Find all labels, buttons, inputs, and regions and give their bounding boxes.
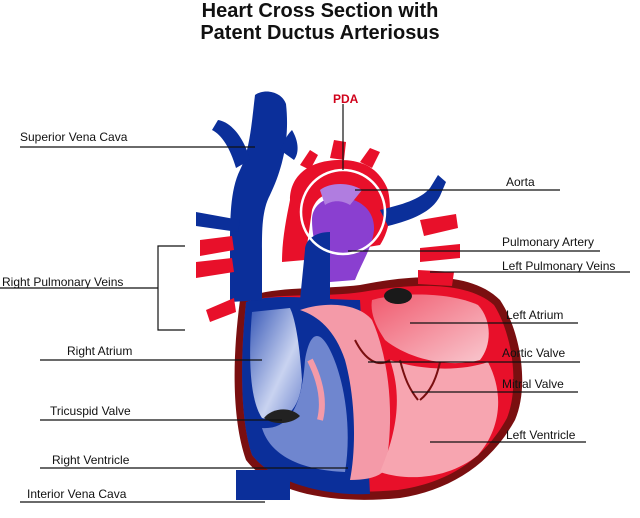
pda-duct — [320, 184, 362, 205]
right-pulmonary-vein-lower — [206, 298, 236, 322]
svc-branch-2 — [280, 130, 298, 160]
label-left-atrium: Left Atrium — [506, 308, 564, 322]
left-pulmonary-vein-lower — [418, 270, 454, 286]
label-right-atrium: Right Atrium — [67, 344, 133, 358]
right-pulmonary-veins-bracket — [157, 245, 185, 331]
label-superior-vena-cava: Superior Vena Cava — [20, 130, 128, 144]
right-atrium-chamber — [250, 308, 302, 420]
right-pulmonary-vein-mid — [196, 258, 234, 278]
label-tricuspid-valve: Tricuspid Valve — [50, 404, 131, 418]
label-pulmonary-artery: Pulmonary Artery — [502, 235, 595, 249]
label-right-pulmonary-veins: Right Pulmonary Veins — [2, 275, 124, 289]
title-line-1: Heart Cross Section with — [201, 0, 439, 22]
pulmonary-vein-opening — [384, 288, 412, 304]
left-atrium-chamber — [371, 294, 489, 364]
label-left-pulmonary-veins: Left Pulmonary Veins — [502, 259, 616, 273]
label-left-ventricle: Left Ventricle — [506, 428, 576, 442]
left-ventricle-chamber — [380, 360, 499, 478]
label-inferior-vena-cava: Interior Vena Cava — [27, 487, 127, 501]
svc-branch-3 — [196, 212, 240, 232]
left-pulmonary-vein-mid — [420, 244, 460, 262]
title-line-2: Patent Ductus Arteriosus — [200, 22, 440, 44]
mitral-valve-shape — [399, 359, 441, 401]
aorta-branch-1 — [300, 150, 318, 170]
right-pulmonary-vein-upper — [200, 236, 234, 256]
left-pulmonary-vein-upper — [420, 214, 458, 236]
label-mitral-valve: Mitral Valve — [502, 377, 564, 391]
label-right-ventricle: Right Ventricle — [52, 453, 130, 467]
aorta-branch-3 — [360, 148, 380, 168]
superior-vena-cava — [230, 91, 288, 302]
septum — [300, 304, 391, 480]
inferior-vena-cava — [236, 470, 290, 500]
pda-callout-label: PDA — [333, 92, 359, 106]
label-aorta: Aorta — [506, 175, 535, 189]
label-aortic-valve: Aortic Valve — [502, 346, 566, 360]
aorta-branch-2 — [330, 140, 346, 160]
tv-chordae — [307, 358, 325, 421]
left-pulmonary-artery — [380, 175, 446, 226]
right-ventricle-chamber — [262, 336, 348, 472]
svc-branch — [212, 120, 250, 168]
